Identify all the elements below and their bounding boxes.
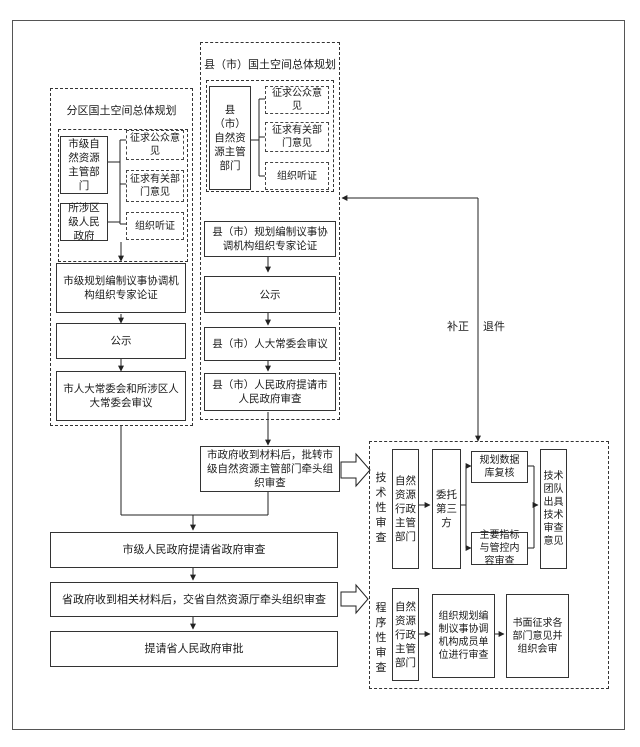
technical-indicators-box: 主要指标与管控内容审查 [471, 530, 528, 567]
county-prep-group [206, 80, 334, 192]
district-dept-opinion-box: 征求有关部门意见 [126, 170, 184, 202]
county-plan-title: 县（市）国土空间总体规划 [204, 58, 336, 71]
technical-dept-box: 自然资源行政主管部门 [392, 449, 419, 569]
county-submit-box: 县（市）人民政府提请市人民政府审查 [204, 373, 336, 411]
procedural-review-label: 程序性审查 [375, 601, 387, 674]
province-approve-box: 提请省人民政府审批 [50, 631, 338, 667]
procedural-organize-box: 组织规划编制议事协调机构成员单位进行审查 [432, 594, 495, 678]
county-review-box: 县（市）人大常委会审议 [204, 327, 336, 361]
city-submit-box: 市级人民政府提请省政府审查 [50, 532, 338, 568]
county-dept-box: 县（市）自然资源主管部门 [209, 86, 251, 190]
district-dept-box: 市级自然资源主管部门 [60, 136, 108, 194]
feedback-return-label: 退件 [483, 320, 505, 333]
county-dept-opinion-box: 征求有关部门意见 [265, 122, 329, 152]
district-plan-title: 分区国土空间总体规划 [66, 104, 177, 117]
technical-entrust-box: 委托第三方 [432, 449, 461, 569]
review-panel [369, 441, 609, 689]
district-hearing-box: 组织听证 [126, 212, 184, 240]
outer-frame [12, 20, 625, 730]
district-prep-group [58, 129, 188, 262]
county-public-opinion-box: 征求公众意见 [265, 86, 329, 114]
technical-review-label: 技术性审查 [375, 471, 387, 544]
province-receive-box: 省政府收到相关材料后，交省自然资源厅牵头组织审查 [50, 582, 338, 617]
district-gov-box: 所涉区级人民政府 [60, 202, 108, 242]
technical-database-box: 规划数据库复核 [471, 451, 528, 483]
county-plan-group [200, 42, 340, 420]
district-public-opinion-box: 征求公众意见 [126, 130, 184, 160]
district-publicity-box: 公示 [56, 323, 186, 359]
county-hearing-box: 组织听证 [265, 162, 329, 190]
technical-team-box: 技术团队出具技术审查意见 [540, 449, 567, 569]
procedural-written-box: 书面征求各部门意见并组织会审 [506, 594, 569, 678]
district-plan-group [50, 88, 193, 426]
city-receive-box: 市政府收到材料后，批转市级自然资源主管部门牵头组织审查 [200, 446, 340, 492]
county-expert-box: 县（市）规划编制议事协调机构组织专家论证 [204, 221, 336, 257]
district-review-box: 市人大常委会和所涉区人大常委会审议 [56, 371, 186, 421]
county-publicity-box: 公示 [204, 276, 336, 313]
feedback-supplement-label: 补正 [447, 320, 469, 333]
procedural-dept-box: 自然资源行政主管部门 [392, 588, 419, 681]
district-expert-box: 市级规划编制议事协调机构组织专家论证 [56, 263, 186, 313]
